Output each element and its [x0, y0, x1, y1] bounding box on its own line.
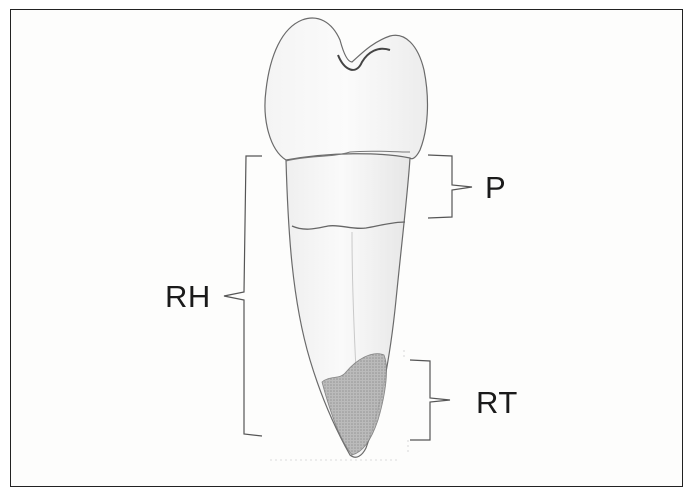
p-bracket: [428, 155, 472, 218]
rh-bracket: [224, 156, 262, 436]
label-rh: RH: [165, 281, 211, 312]
tooth-crown: [265, 18, 428, 160]
label-rt: RT: [476, 387, 518, 418]
label-p: P: [485, 172, 506, 203]
rt-bracket: [410, 360, 450, 440]
